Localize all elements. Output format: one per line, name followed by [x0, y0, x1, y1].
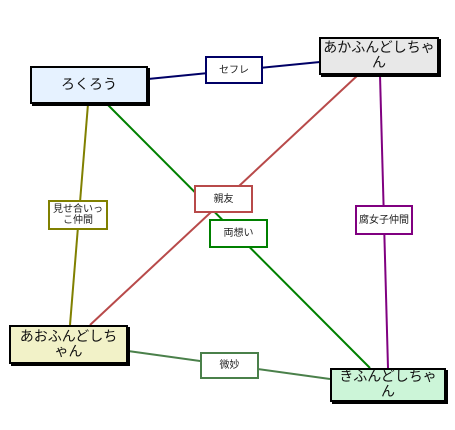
relation-label-sefure[interactable]: セフレ: [205, 56, 263, 84]
relation-miseai-text: 見せ合いっこ仲間: [53, 204, 103, 226]
relation-label-ryouomoi[interactable]: 両想い: [209, 219, 268, 248]
relation-fujoshi-text: 腐女子仲間: [359, 214, 409, 226]
node-aofun-label: あおふんどしちゃん: [19, 328, 118, 360]
relation-shinyuu-text: 親友: [213, 193, 234, 205]
node-rokurou-label: ろくろう: [61, 76, 117, 93]
relation-label-miseai[interactable]: 見せ合いっこ仲間: [48, 200, 108, 230]
relation-bimyou-text: 微妙: [219, 360, 240, 371]
node-aofun[interactable]: あおふんどしちゃん: [9, 325, 128, 364]
relation-label-fujoshi[interactable]: 腐女子仲間: [355, 205, 413, 235]
relation-label-bimyou[interactable]: 微妙: [200, 352, 259, 379]
node-kifun-label: きふんどしちゃん: [339, 369, 437, 400]
node-akafun[interactable]: あかふんどしちゃん: [319, 37, 439, 75]
relation-label-shinyuu[interactable]: 親友: [194, 185, 253, 213]
relation-sefure-text: セフレ: [219, 64, 249, 76]
node-kifun[interactable]: きふんどしちゃん: [330, 368, 446, 402]
node-rokurou[interactable]: ろくろう: [30, 66, 148, 104]
relation-ryouomoi-text: 両想い: [223, 228, 254, 239]
node-akafun-label: あかふんどしちゃん: [323, 40, 435, 71]
